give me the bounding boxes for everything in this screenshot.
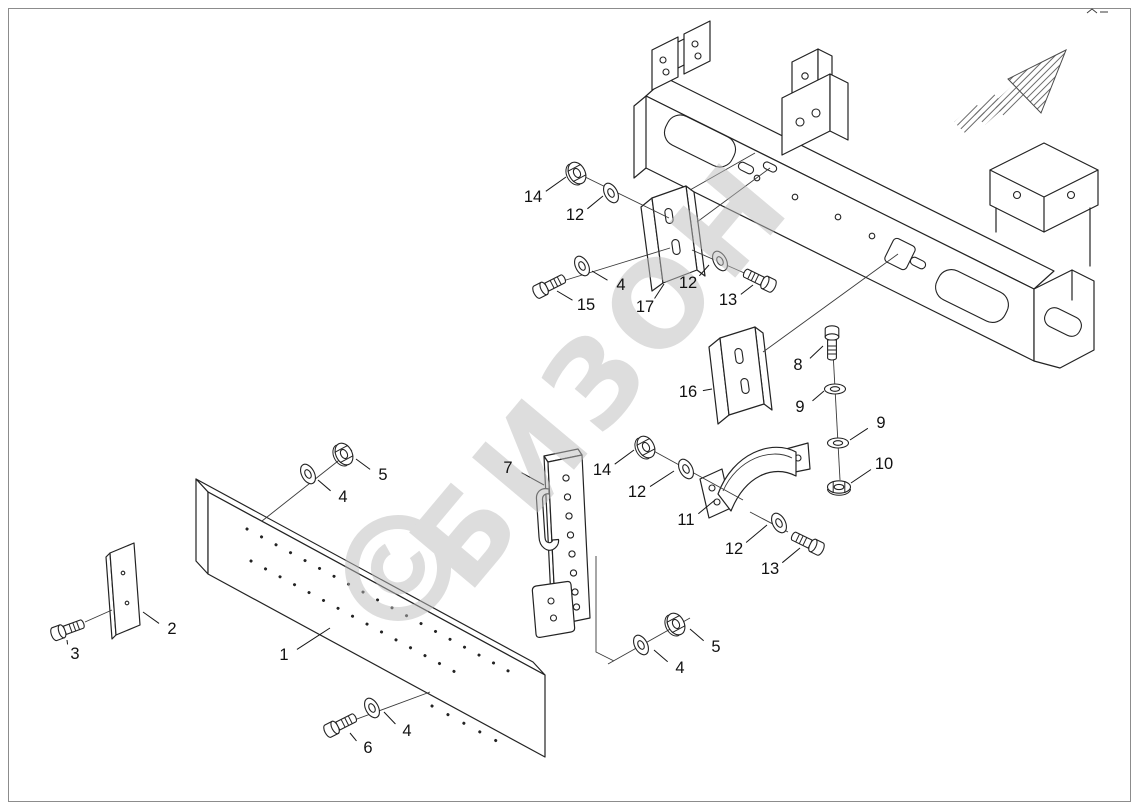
- callout-leader-line: [812, 390, 825, 402]
- callout-leader-line: [698, 499, 716, 515]
- callout-leader-line: [66, 639, 69, 645]
- washer: [296, 461, 320, 487]
- callout-leader-line: [850, 469, 872, 484]
- hex-nut: [660, 609, 690, 640]
- callout-leader-line: [383, 711, 396, 725]
- callout-leader-line: [809, 345, 824, 359]
- callout-leader-line: [699, 264, 710, 277]
- bolt: [530, 271, 569, 301]
- callout-leader-line: [355, 458, 371, 470]
- page-frame: [8, 8, 1131, 802]
- chassis-drawing: [633, 20, 1099, 369]
- callout-leader-line: [653, 649, 668, 663]
- callout-leader-line: [654, 283, 665, 299]
- callout-leader-line: [296, 627, 331, 650]
- callout-leader-line: [587, 195, 604, 210]
- washer: [826, 437, 850, 449]
- callout-leader-line: [781, 547, 801, 564]
- callout-leader-line: [142, 611, 160, 624]
- callout-leader-line: [545, 176, 567, 192]
- callout-leader-line: [317, 479, 331, 492]
- bolt: [824, 325, 840, 361]
- callout-leader-line: [702, 388, 713, 392]
- hook-icon: [535, 488, 560, 551]
- bolt: [321, 710, 360, 740]
- washer: [823, 383, 847, 395]
- callout-leader-lines: [66, 176, 872, 742]
- corner-mark: [1086, 8, 1108, 14]
- callout-leader-line: [591, 270, 608, 281]
- callout-leader-line: [689, 628, 704, 642]
- washer: [599, 180, 623, 206]
- callout-leader-line: [556, 290, 573, 301]
- callout-leader-line: [649, 470, 675, 487]
- callout-leader-line: [849, 427, 869, 441]
- washer: [570, 253, 594, 279]
- assembly-axis-lines: [84, 152, 899, 727]
- washer: [629, 632, 653, 658]
- bizon-swirl-logo-icon: [345, 515, 451, 621]
- hex-nut: [561, 158, 591, 189]
- part-11-bracket: [699, 442, 811, 519]
- callout-leader-line: [521, 472, 545, 486]
- callout-leader-line: [745, 524, 768, 543]
- callout-leader-line: [349, 732, 357, 742]
- bolt: [48, 616, 87, 643]
- callout-leader-line: [614, 449, 635, 465]
- washer: [674, 456, 698, 482]
- hex-nut: [826, 480, 852, 496]
- part-16-bracket: [708, 326, 773, 425]
- direction-arrow-icon: [954, 48, 1067, 134]
- part-7-bracket: [531, 448, 615, 662]
- part-2-plate: [105, 542, 141, 640]
- callout-leader-line: [740, 284, 754, 295]
